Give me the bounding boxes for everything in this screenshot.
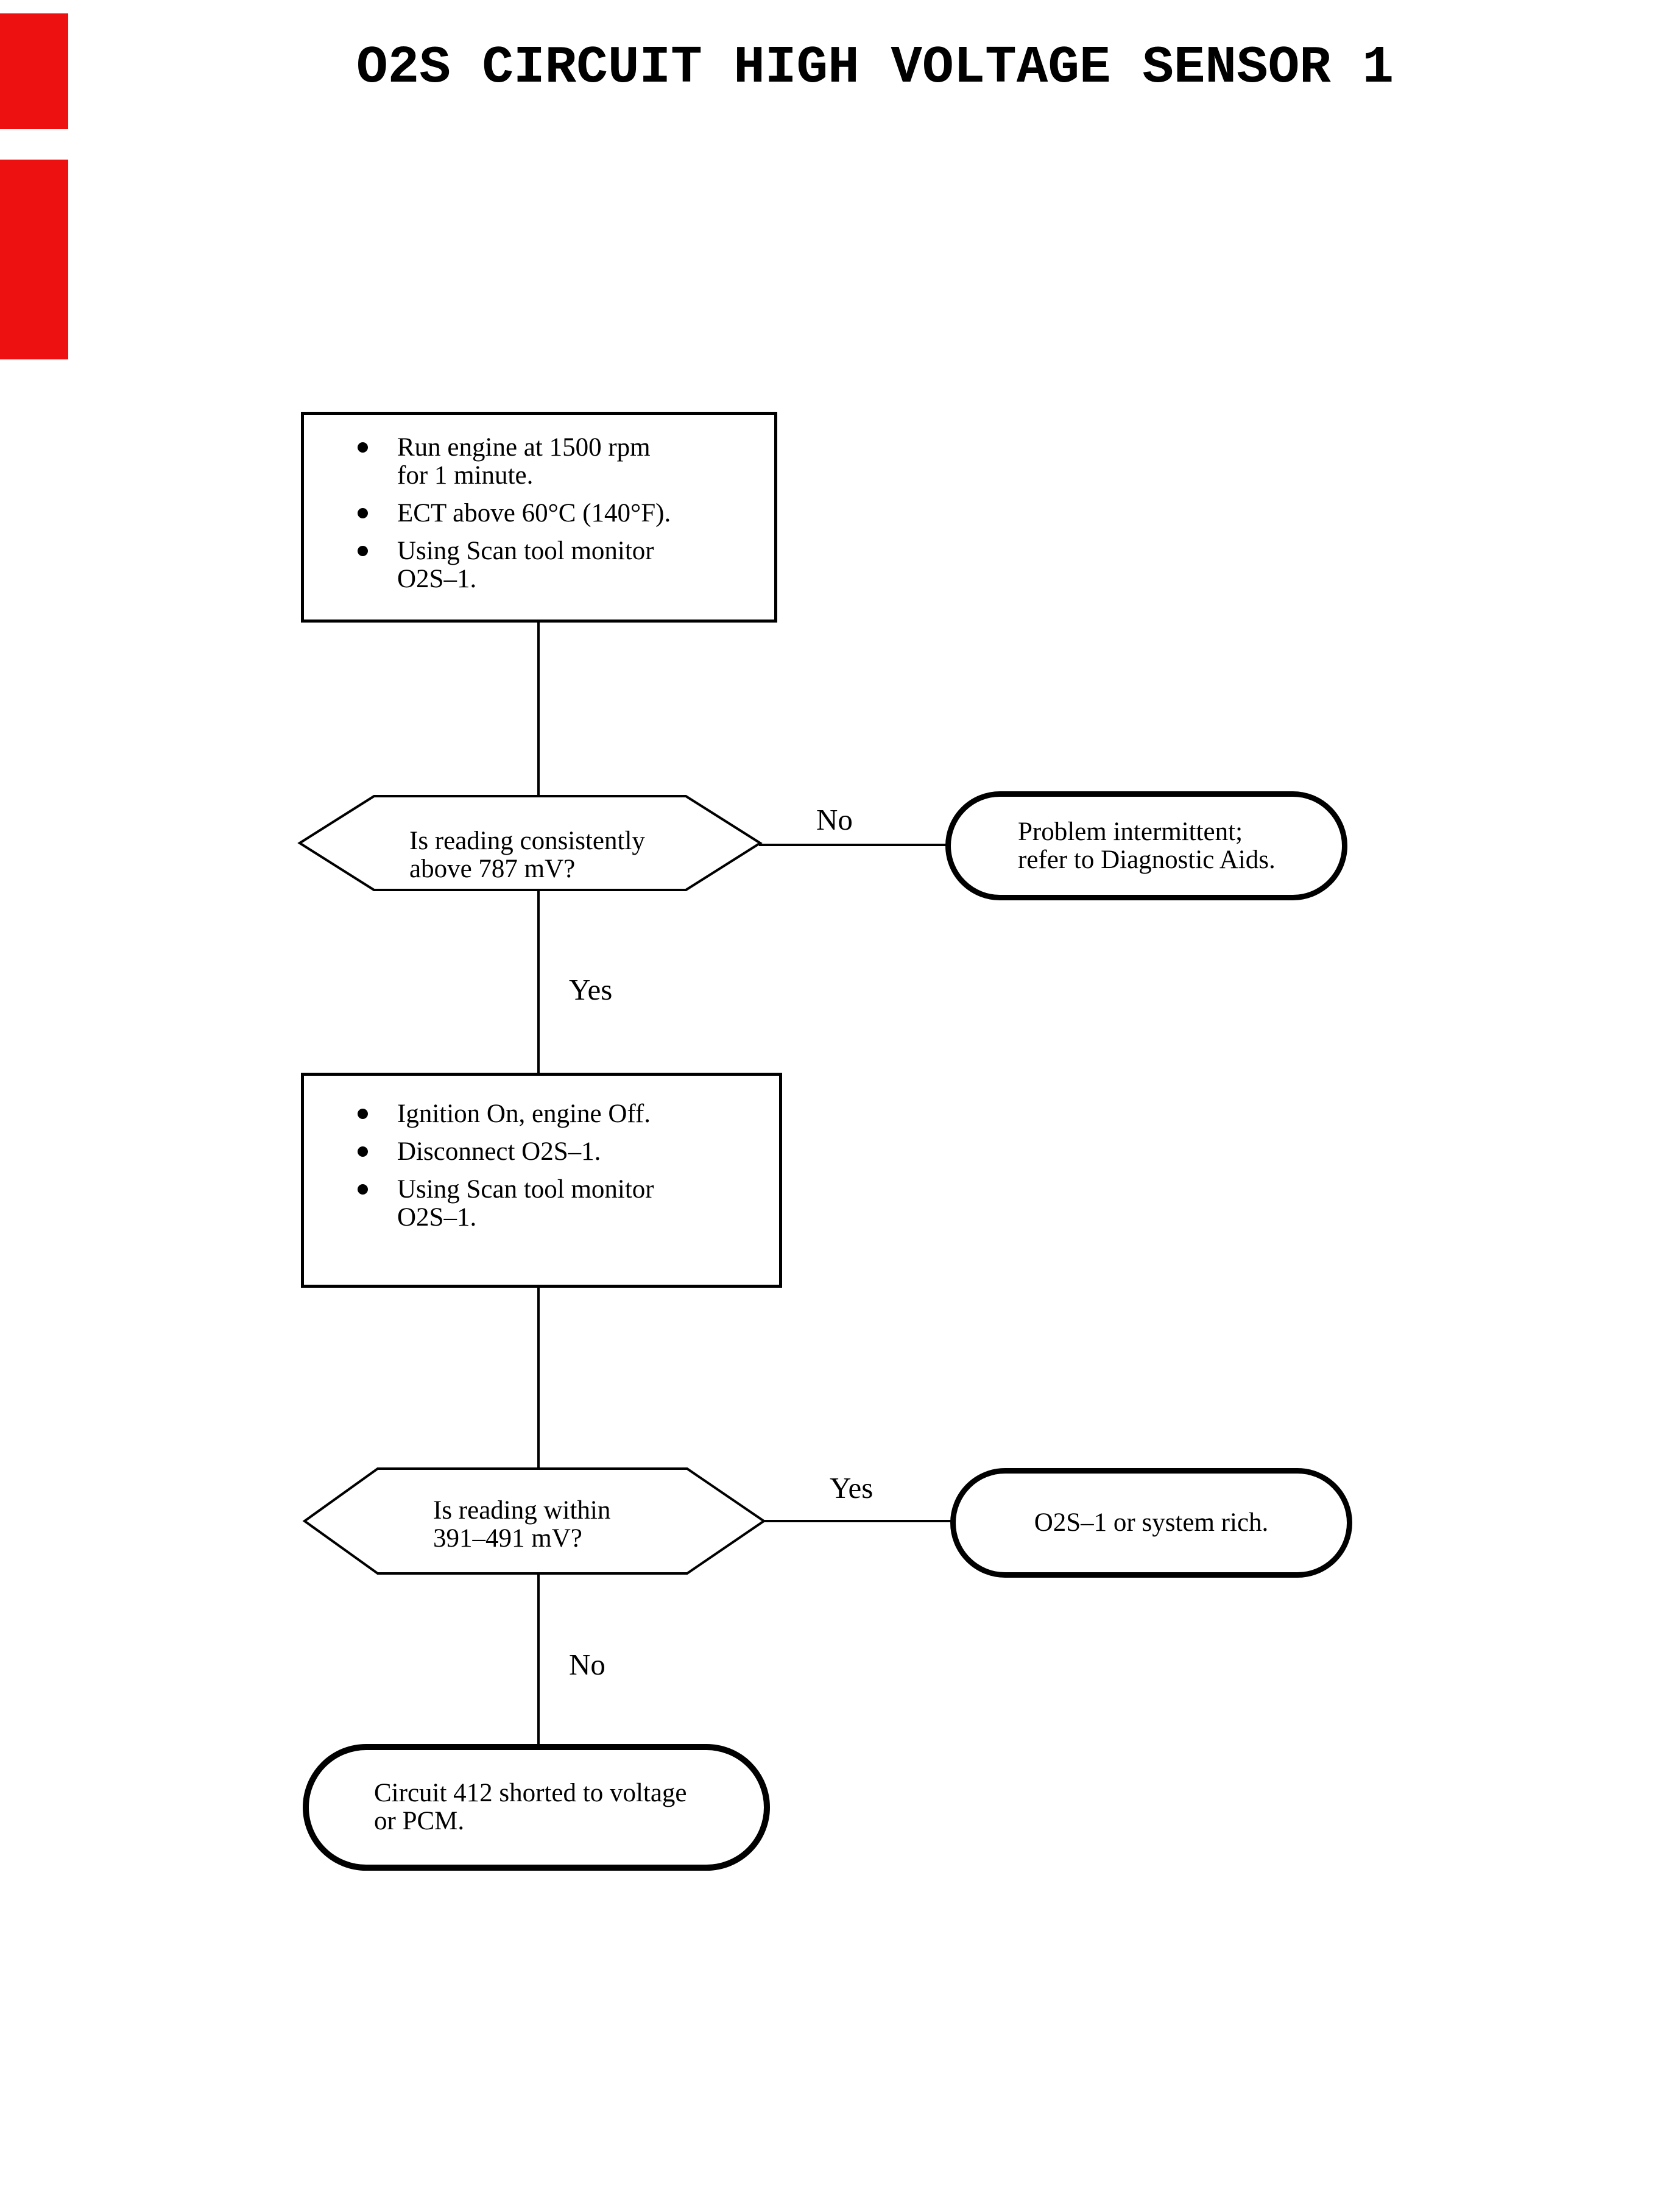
terminal-circuit-412: Circuit 412 shorted to voltage or PCM. [303,1744,770,1871]
terminal-1-line-1: Problem intermittent; [1018,817,1243,846]
connector-lines [537,623,954,1745]
decision-1-hexagon [297,795,763,891]
decision-1-text: Is reading consistently above 787 mV? [409,827,645,883]
bullet-icon [358,442,368,453]
edge-label-no-2: No [569,1648,605,1681]
bullet-icon [358,508,368,518]
terminal-problem-intermittent: Problem intermittent; refer to Diagnosti… [945,791,1347,900]
step-2-item-1-line-1: Ignition On, engine Off. [397,1100,651,1128]
terminal-1-line-2: refer to Diagnostic Aids. [1018,845,1276,874]
step-1-item-3-line-1: Using Scan tool monitor [397,537,654,565]
step-2-item-3: Using Scan tool monitor O2S–1. [358,1176,773,1232]
edge-label-yes-2: Yes [830,1471,874,1505]
step-1-item-2: ECT above 60°C (140°F). [358,500,768,528]
step-2-item-2-line-1: Disconnect O2S–1. [397,1137,601,1166]
bullet-icon [358,1184,368,1195]
step-1-item-3-line-2: O2S–1. [397,565,477,593]
step-2-item-1: Ignition On, engine Off. [358,1100,773,1128]
step-2-item-3-line-1: Using Scan tool monitor [397,1175,654,1204]
terminal-3-line-2: or PCM. [374,1807,465,1835]
page-edge-mark-lower [0,160,68,359]
step-1-box: Run engine at 1500 rpm for 1 minute. ECT… [301,412,777,623]
step-2-item-3-line-2: O2S–1. [397,1203,477,1232]
step-1-item-3: Using Scan tool monitor O2S–1. [358,537,768,593]
step-2-box: Ignition On, engine Off. Disconnect O2S–… [301,1073,782,1288]
page-edge-mark-top [0,13,68,129]
bullet-icon [358,1146,368,1157]
step-1-item-1: Run engine at 1500 rpm for 1 minute. [358,434,768,490]
decision-2-hexagon [302,1467,766,1575]
decision-2-line-1: Is reading within [433,1496,611,1525]
bullet-icon [358,546,368,556]
decision-1-line-2: above 787 mV? [409,855,576,883]
decision-2-line-2: 391–491 mV? [433,1524,582,1553]
page-title: O2S CIRCUIT HIGH VOLTAGE SENSOR 1 [356,38,1394,97]
step-1-item-1-line-2: for 1 minute. [397,461,534,490]
step-2-item-2: Disconnect O2S–1. [358,1138,773,1166]
decision-1-line-1: Is reading consistently [409,827,645,855]
decision-2-text: Is reading within 391–491 mV? [433,1497,610,1553]
terminal-2-line-1: O2S–1 or system rich. [1034,1508,1269,1537]
step-1-item-2-line-1: ECT above 60°C (140°F). [397,499,671,528]
edge-label-yes-1: Yes [569,973,613,1006]
edge-label-no-1: No [816,803,853,836]
step-1-item-1-line-1: Run engine at 1500 rpm [397,433,651,462]
bullet-icon [358,1109,368,1119]
terminal-system-rich: O2S–1 or system rich. [950,1468,1352,1578]
terminal-3-line-1: Circuit 412 shorted to voltage [374,1779,687,1807]
